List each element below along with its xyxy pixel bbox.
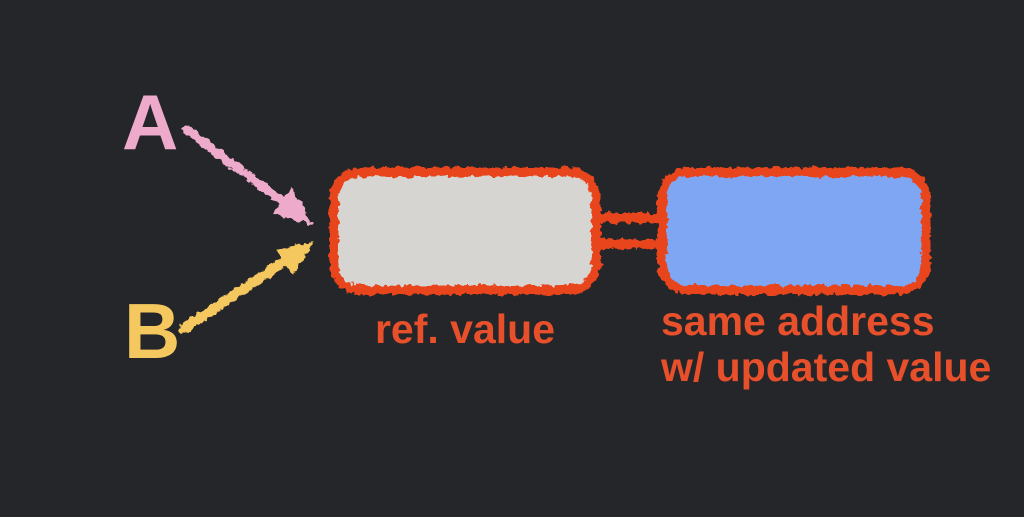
arrow-a-shaft <box>182 125 287 206</box>
ref-value-caption: ref. value <box>374 306 556 352</box>
ref-value-box <box>329 167 601 295</box>
updated-value-caption-line1: same address <box>661 298 935 344</box>
arrow-a-head-icon <box>272 188 313 225</box>
arrow-b-head-icon <box>275 242 314 275</box>
variable-a-label: A <box>122 78 179 166</box>
updated-value-box <box>657 167 931 295</box>
updated-value-caption-line2: w/ updated value <box>661 343 992 390</box>
variable-b-label: B <box>124 287 181 375</box>
equals-connector <box>594 213 668 249</box>
arrow-b <box>178 242 314 334</box>
arrow-a <box>182 125 313 225</box>
arrow-b-shaft <box>178 257 289 334</box>
updated-value-caption: same address w/ updated value <box>661 298 992 391</box>
